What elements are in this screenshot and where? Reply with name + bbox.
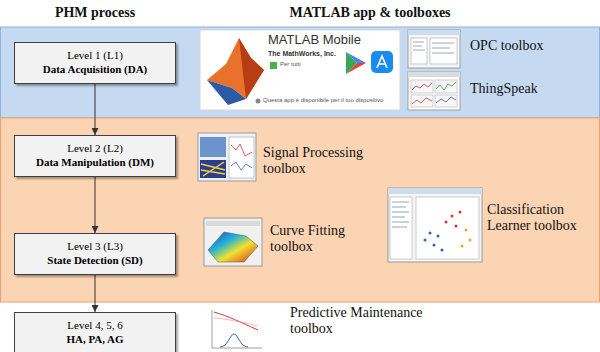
toolbox-label: Classification Learner toolbox	[487, 202, 593, 234]
predictive-maintenance-plot	[212, 310, 262, 348]
signal-processing-screenshot	[198, 133, 256, 181]
level-name: Level 3 (L3)	[21, 240, 169, 254]
toolbox-label: Questa app è disponibile per il tuo disp…	[263, 97, 397, 104]
play-icon	[346, 63, 366, 74]
toolbox-label: Signal Processing toolbox	[263, 145, 393, 177]
column-heading: MATLAB app & toolboxes	[260, 5, 480, 21]
toolbar	[206, 221, 260, 226]
toolbox-label: ThingSpeak	[470, 81, 580, 97]
screenshot-frame	[388, 188, 482, 262]
appstore-icon	[371, 51, 393, 73]
list-lines	[392, 202, 409, 227]
flow-arrow	[95, 275, 96, 313]
chart-line	[412, 83, 432, 90]
flow-arrow	[95, 177, 96, 234]
column-heading: PHM process	[30, 5, 160, 21]
toolbox-label: OPC toolbox	[470, 38, 580, 54]
spectrogram-panel	[200, 160, 226, 178]
spectrogram-streak	[201, 162, 225, 176]
title-bar	[408, 72, 460, 77]
scatter-dots	[424, 211, 472, 252]
dot	[441, 249, 444, 252]
info-icon	[256, 99, 261, 104]
process-box: Level 2 (L2)Data Manipulation (DM)	[14, 135, 176, 177]
opc-screenshot	[408, 30, 460, 68]
dot	[455, 225, 458, 228]
chart-line	[436, 82, 456, 90]
scatter-panel	[416, 197, 479, 259]
dot	[445, 221, 448, 224]
acquisition-band	[1, 27, 600, 118]
screenshot-frame	[204, 218, 262, 266]
dot	[437, 235, 440, 238]
chart-panel	[435, 80, 457, 93]
dot	[465, 229, 468, 232]
level-name: Level 4, 5, 6	[21, 319, 169, 333]
toolbar	[388, 188, 482, 194]
play-icon	[346, 52, 366, 63]
toolbox-label: MATLAB Mobile	[268, 33, 378, 48]
degradation-curve	[214, 312, 258, 330]
value-panel	[430, 38, 457, 64]
toolbox-label: Predictive Maintenance toolbox	[290, 305, 425, 337]
matlab-mobile-screenshot	[200, 30, 400, 110]
dot	[461, 245, 464, 248]
dot	[459, 211, 462, 214]
list-lines	[413, 42, 454, 53]
toolbox-label: Per tutti	[280, 61, 330, 68]
stage-name: HA, PA, AG	[21, 333, 169, 347]
degradation-curve	[214, 318, 258, 326]
chart-line	[412, 98, 432, 104]
dot	[424, 239, 427, 242]
screenshot-frame	[198, 133, 256, 181]
thingspeak-screenshot	[408, 72, 460, 110]
screenshot-frame	[408, 30, 460, 68]
process-box: Level 3 (L3)State Detection (SD)	[14, 233, 176, 275]
level-name: Level 1 (L1)	[21, 49, 169, 63]
title-bar	[408, 30, 460, 35]
signal-panel	[200, 137, 226, 157]
membrane-base	[207, 80, 246, 105]
dot	[429, 232, 432, 235]
dot	[433, 244, 436, 247]
plot-line	[231, 162, 252, 170]
fitted-surface	[208, 232, 258, 262]
plot-panel	[229, 137, 254, 178]
plot-axes	[212, 310, 262, 348]
curve-fitting-screenshot	[204, 218, 262, 266]
dot	[451, 215, 454, 218]
rating-icon	[270, 62, 277, 69]
chart-panel	[435, 95, 457, 107]
toolbox-label: Curve Fitting toolbox	[270, 223, 370, 255]
level-name: Level 2 (L2)	[21, 142, 169, 156]
appstore-glyph	[377, 56, 387, 68]
process-box: Level 1 (L1)Data Acquisition (DA)	[14, 42, 176, 84]
chart-line	[436, 97, 456, 103]
chart-panel	[411, 80, 433, 93]
classification-learner-screenshot	[388, 188, 482, 262]
flow-arrow	[95, 84, 96, 136]
screenshot-frame	[408, 72, 460, 110]
toolbox-label: The MathWorks, Inc.	[268, 50, 343, 58]
membrane-shade	[239, 38, 264, 99]
process-box: Level 4, 5, 6HA, PA, AG	[14, 312, 176, 352]
stage-name: State Detection (SD)	[21, 254, 169, 268]
stage-name: Data Manipulation (DM)	[21, 156, 169, 170]
stage-name: Data Acquisition (DA)	[21, 63, 169, 77]
manipulation-band	[1, 118, 600, 302]
model-list	[390, 197, 412, 259]
distribution-curve	[220, 334, 248, 347]
chart-panel	[411, 95, 433, 107]
screenshot-frame	[200, 30, 400, 110]
plot-line	[231, 144, 252, 156]
dot	[469, 239, 472, 242]
